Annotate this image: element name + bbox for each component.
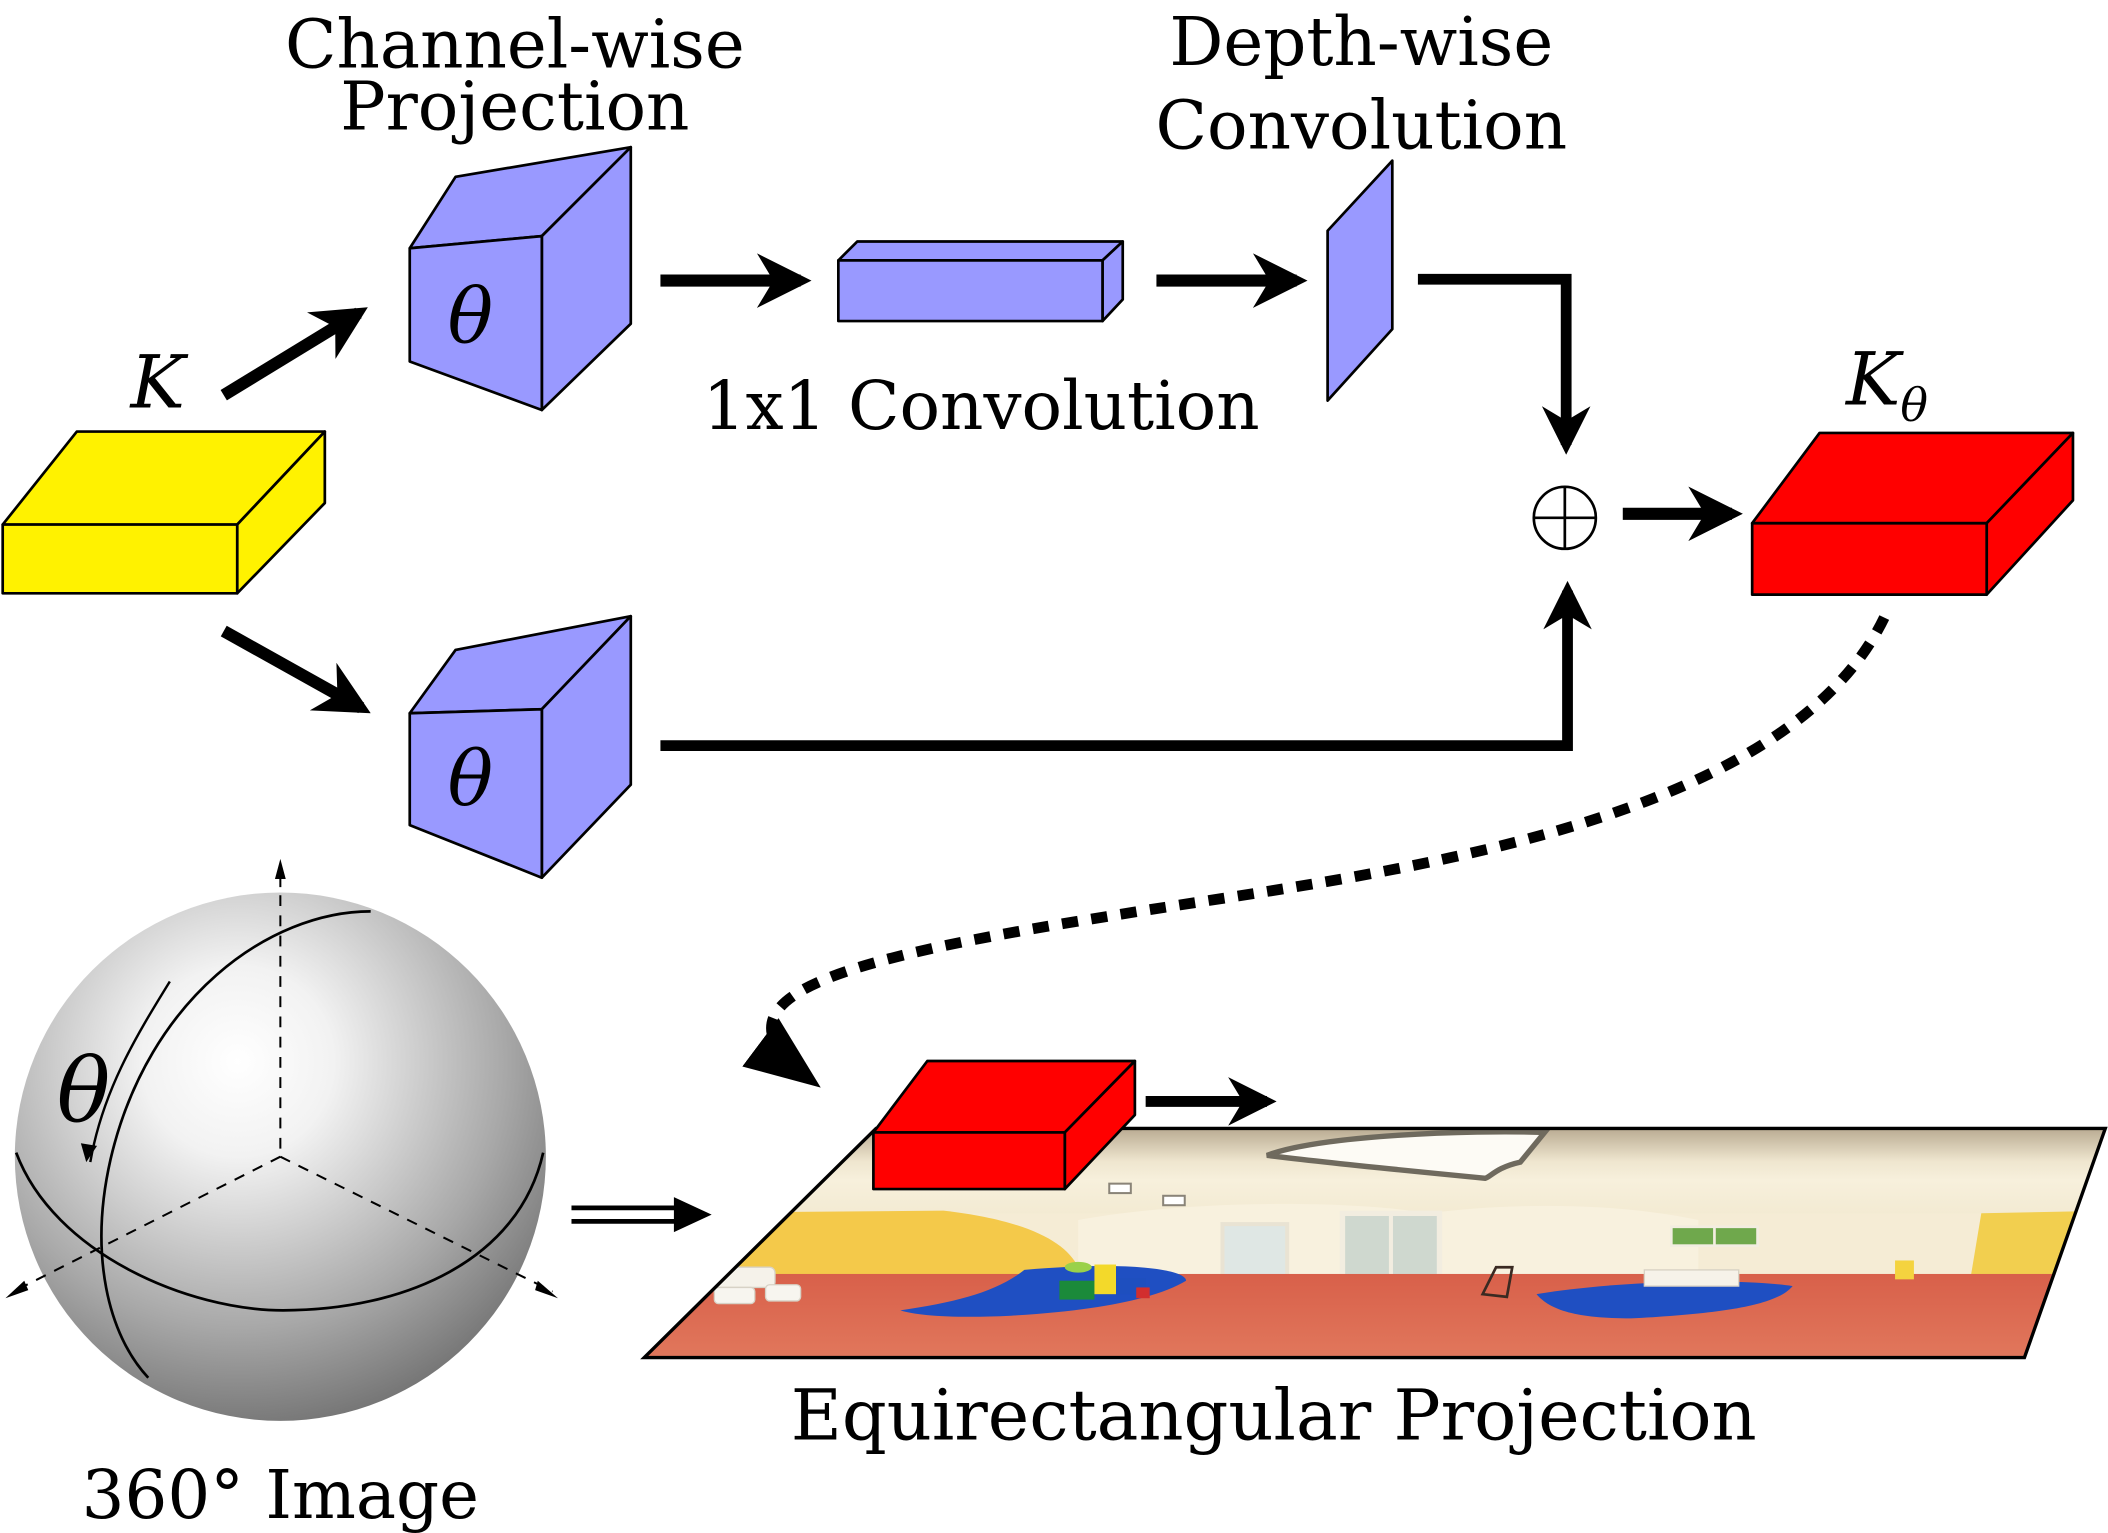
lower-projection-block: [408, 614, 633, 880]
sphere-theta-label: θ: [57, 1039, 111, 1143]
conv1x1-block: [837, 240, 1125, 323]
lower-theta-label: θ: [448, 735, 493, 823]
sphere-360-image: [5, 858, 558, 1421]
output-kernel-label-sub: θ: [1900, 378, 1928, 432]
panorama-frame: [640, 1126, 2108, 1360]
depthwise-conv-plane: [1326, 159, 1394, 402]
input-kernel-label: K: [129, 340, 189, 425]
sphere-caption: 360° Image: [82, 1455, 479, 1533]
implies-arrow: [571, 1197, 712, 1233]
input-kernel-block: [1, 430, 327, 595]
depth-wise-title-line1: Depth-wise: [1169, 2, 1553, 81]
sum-operator: [1532, 485, 1598, 551]
panorama-caption: Equirectangular Projection: [791, 1375, 1757, 1457]
arrow-k-to-lower-projection: [220, 625, 371, 714]
depth-wise-title-line2: Convolution: [1155, 86, 1567, 165]
arrow-lower-projection-to-sum: [660, 580, 1592, 752]
dotted-arrow-to-panorama: [742, 615, 1890, 1088]
output-kernel-label: Kθ: [1844, 338, 1928, 432]
arrow-depthwise-to-sum: [1417, 273, 1591, 455]
upper-theta-label: θ: [448, 273, 493, 361]
output-kernel-block: [1750, 431, 2075, 597]
output-kernel-label-base: K: [1844, 338, 1904, 423]
equirectangular-panorama-image: [644, 1128, 2106, 1358]
arrow-k-to-projection: [220, 307, 368, 401]
conv1x1-label: 1x1 Convolution: [703, 366, 1260, 445]
channel-wise-title-line1: Channel-wise: [285, 5, 745, 84]
sliding-kernel-block: [872, 1059, 1137, 1191]
channel-wise-title-line2: Projection: [340, 67, 689, 146]
upper-projection-block: [408, 145, 633, 412]
